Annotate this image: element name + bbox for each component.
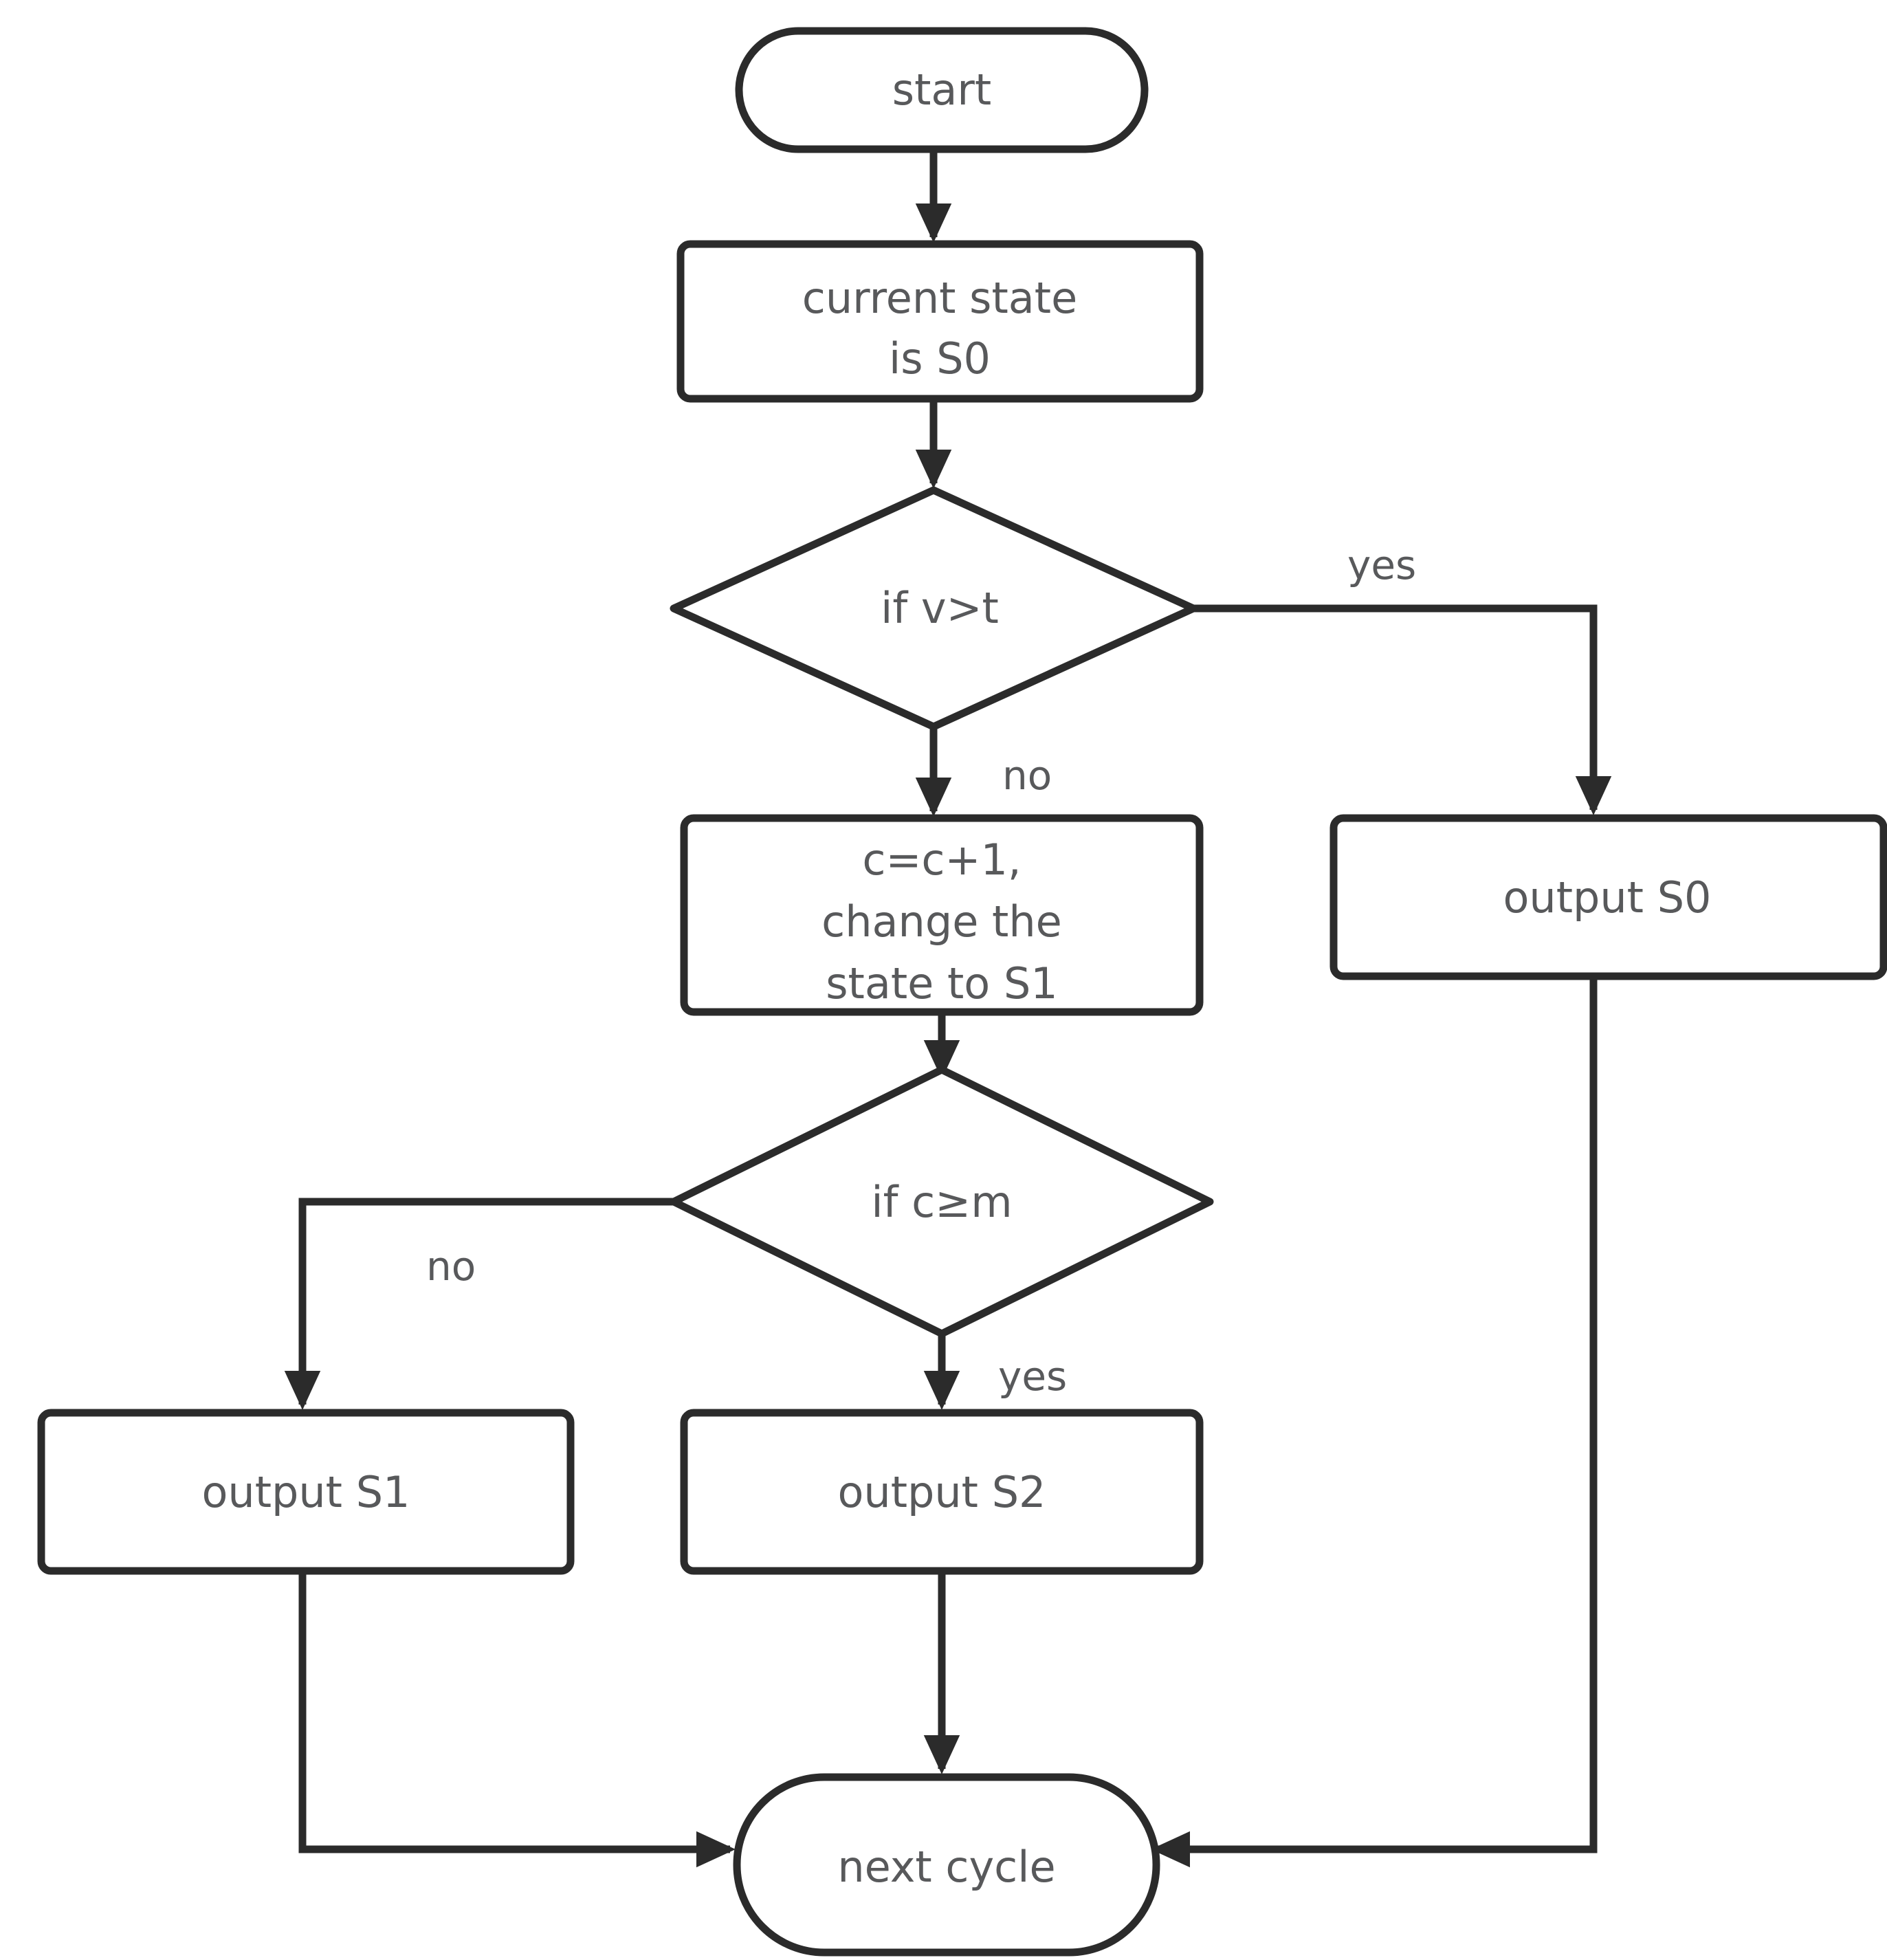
node-current-state-label-line2: is S0 <box>889 333 991 384</box>
node-next-cycle-shape[interactable] <box>733 1773 1160 1957</box>
edge-label-vt-yes: yes <box>1347 542 1416 588</box>
node-output-s2-label: output S2 <box>837 1467 1046 1517</box>
node-increment-shape[interactable] <box>680 814 1204 1016</box>
edge-label-vt-no: no <box>1002 752 1052 799</box>
edge-decision-vt-yes-to-output-s0 <box>1193 604 1612 816</box>
node-output-s2-shape[interactable] <box>680 1409 1204 1575</box>
node-start-shape[interactable] <box>735 27 1149 153</box>
node-output-s0-label: output S0 <box>1503 872 1711 923</box>
node-increment-label-line3: state to S1 <box>826 958 1058 1009</box>
edge-label-cm-yes: yes <box>998 1353 1067 1400</box>
node-increment-label-line2: change the <box>821 896 1062 947</box>
node-decision-cm-shape[interactable] <box>670 1066 1214 1338</box>
edge-decision-cm-no-to-output-s1 <box>284 1198 674 1411</box>
node-output-s1-label: output S1 <box>201 1467 410 1517</box>
node-next-cycle-label: next cycle <box>837 1842 1055 1892</box>
edge-output-s1-to-next-cycle <box>298 1571 736 1868</box>
node-decision-vt-shape[interactable] <box>670 486 1198 731</box>
edge-label-cm-no: no <box>426 1243 476 1290</box>
node-output-s0-shape[interactable] <box>1329 814 1887 980</box>
node-decision-cm-label: if c≥m <box>871 1177 1012 1227</box>
edge-output-s0-to-next-cycle <box>1150 976 1598 1868</box>
node-increment-label-line1: c=c+1, <box>862 835 1021 885</box>
node-decision-vt-label: if v>t <box>881 583 999 633</box>
node-start-label: start <box>892 65 991 115</box>
node-output-s1-shape[interactable] <box>37 1409 575 1575</box>
node-current-state-label-line1: current state <box>802 273 1077 323</box>
node-current-state-shape[interactable] <box>676 240 1204 403</box>
